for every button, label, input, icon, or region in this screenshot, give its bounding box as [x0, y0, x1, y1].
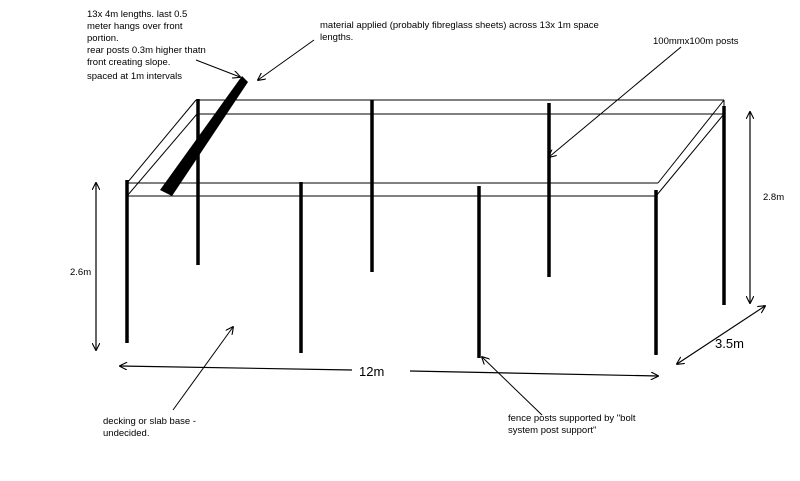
spacing-note: spaced at 1m intervals	[87, 71, 182, 82]
base-note-line: decking or slab base -	[103, 416, 196, 427]
fence-note: fence posts supported by "bolt system po…	[508, 413, 638, 436]
lengths-note-line: portion.	[87, 33, 119, 44]
front-height-label: 2.6m	[70, 267, 91, 278]
material-note: material applied (probably fibreglass sh…	[320, 20, 601, 43]
base-note-pointer	[172, 327, 233, 411]
posts-note: 100mmx100m posts	[653, 36, 739, 47]
roof-frame	[126, 99, 725, 197]
left-side-beam-lower	[126, 113, 198, 197]
base-note-line: undecided.	[103, 428, 149, 439]
depth-label: 3.5m	[715, 336, 744, 351]
posts-note-pointer	[549, 46, 682, 157]
right-side-beam-lower	[655, 113, 725, 197]
base-note: decking or slab base - undecided.	[103, 416, 199, 439]
fence-note-line: system post support"	[508, 425, 596, 436]
material-note-pointer	[258, 39, 315, 80]
length-arrow-left	[120, 366, 353, 371]
lengths-note-line: front creating slope.	[87, 57, 170, 68]
pointer-arrows	[172, 39, 682, 416]
right-side-beam	[657, 99, 725, 184]
annotations: 13x 4m lengths. last 0.5 meter hangs ove…	[70, 9, 784, 439]
depth-arrow	[677, 306, 765, 364]
lengths-note-pointer	[195, 59, 240, 77]
length-arrow-right	[409, 370, 658, 376]
roof-sheet	[160, 76, 248, 196]
dimension-arrows	[96, 112, 765, 376]
lengths-note-line: rear posts 0.3m higher thatn	[87, 45, 206, 56]
material-note-line: material applied (probably fibreglass sh…	[320, 20, 599, 31]
left-side-beam	[126, 99, 197, 184]
fence-note-line: fence posts supported by "bolt	[508, 413, 636, 424]
fence-note-pointer	[482, 357, 543, 416]
lengths-note-line: 13x 4m lengths. last 0.5	[87, 9, 187, 20]
rear-height-label: 2.8m	[763, 192, 784, 203]
lengths-note: 13x 4m lengths. last 0.5 meter hangs ove…	[87, 9, 208, 68]
lengths-note-line: meter hangs over front	[87, 21, 183, 32]
length-label: 12m	[359, 364, 384, 379]
material-note-line: lengths.	[320, 32, 353, 43]
posts	[125, 99, 726, 358]
